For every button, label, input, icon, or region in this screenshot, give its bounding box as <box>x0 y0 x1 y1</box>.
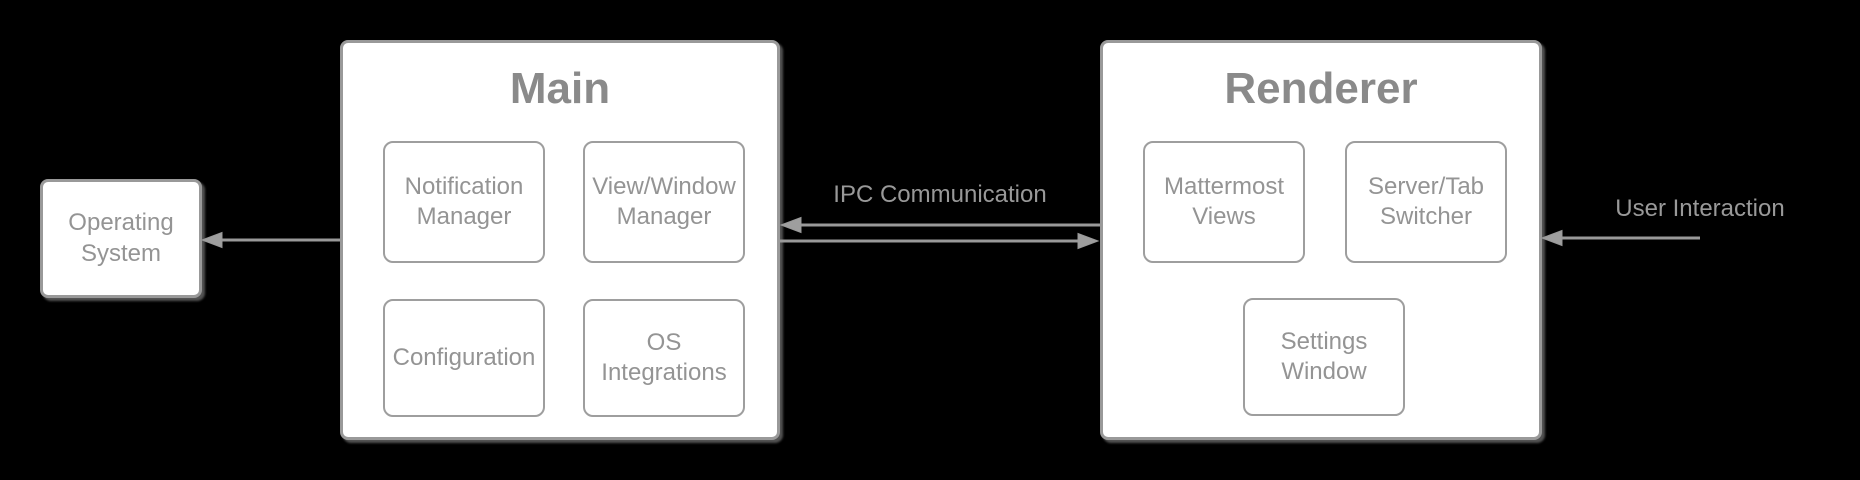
node-os-integrations-label: OS Integrations <box>601 328 727 386</box>
arrow-ipc-renderer-to-main-head <box>779 216 802 234</box>
node-mattermost-views: Mattermost Views <box>1143 141 1305 263</box>
node-operating-system-label: Operating System <box>68 209 174 267</box>
arrow-user-interaction-head <box>1540 229 1563 247</box>
node-settings-window-label: Settings Window <box>1280 327 1368 385</box>
node-server-tab-switcher: Server/Tab Switcher <box>1345 141 1507 263</box>
ipc-communication-label: IPC Communication <box>833 181 1047 208</box>
group-main-title: Main <box>509 64 611 113</box>
group-renderer-process: Renderer Mattermost Views Server/Tab Swi… <box>1100 40 1542 440</box>
node-notification-manager: Notification Manager <box>383 141 545 263</box>
node-operating-system: Operating System <box>40 179 202 298</box>
group-main-process: Main Notification Manager View/Window Ma… <box>340 40 780 440</box>
group-renderer-title: Renderer <box>1224 64 1418 113</box>
node-view-window-manager: View/Window Manager <box>583 141 745 263</box>
node-os-integrations: OS Integrations <box>583 299 745 417</box>
node-configuration-label: Configuration <box>392 343 536 371</box>
node-mattermost-views-label: Mattermost Views <box>1163 172 1285 230</box>
node-notification-manager-label: Notification Manager <box>404 172 524 230</box>
user-interaction-label: User Interaction <box>1615 195 1785 222</box>
node-server-tab-switcher-label: Server/Tab Switcher <box>1367 172 1485 230</box>
arrow-main-to-os-head <box>200 231 223 249</box>
node-configuration: Configuration <box>383 299 545 417</box>
node-settings-window: Settings Window <box>1243 298 1405 416</box>
node-view-window-manager-label: View/Window Manager <box>592 172 736 230</box>
arrow-ipc-main-to-renderer-head <box>1077 232 1100 250</box>
